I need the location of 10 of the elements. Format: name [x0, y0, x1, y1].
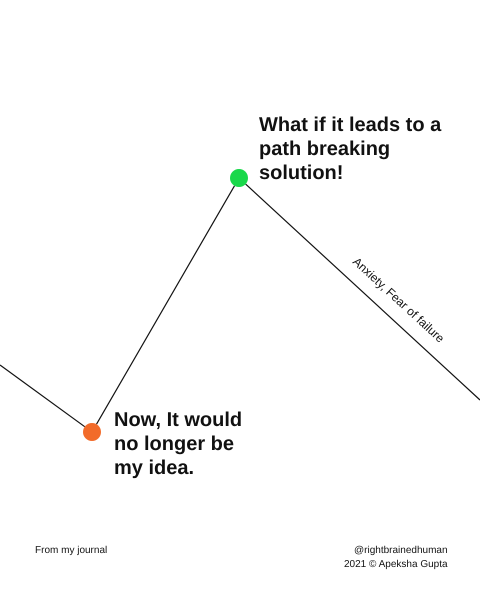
footer-note: From my journal — [35, 545, 108, 556]
annotation-text: Now, It would no longer be my idea. — [114, 408, 244, 480]
connector-line — [245, 184, 480, 400]
annotation-text: What if it leads to a path breaking solution! — [259, 113, 442, 185]
connector-line — [0, 364, 86, 428]
author-handle: @rightbrainedhuman — [354, 545, 448, 556]
copyright-note: 2021 © Apeksha Gupta — [344, 559, 448, 570]
point-marker — [83, 423, 101, 441]
connector-line — [96, 185, 235, 425]
point-marker — [230, 169, 248, 187]
